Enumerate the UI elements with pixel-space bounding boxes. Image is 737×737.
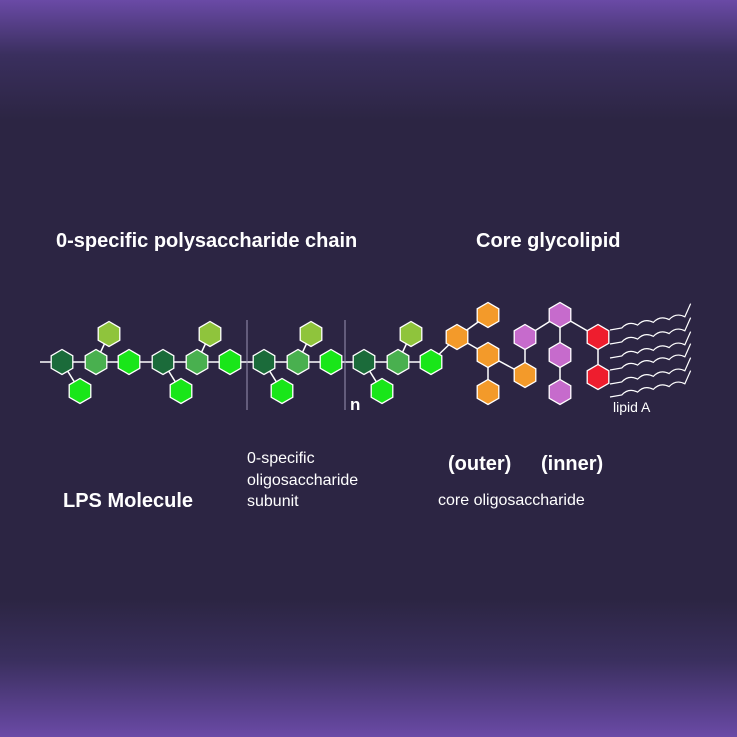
outer-core-sugar (513, 361, 537, 389)
o-specific-chain-title: 0-specific polysaccharide chain (56, 230, 358, 252)
core-glycolipid-title: Core glycolipid (476, 230, 621, 252)
subunit-label-line2: oligosaccharide (247, 472, 359, 489)
fatty-acid-chain (609, 343, 692, 371)
fatty-acid-chain (609, 331, 692, 359)
o-antigen-sugar (286, 348, 310, 376)
lps-molecule-label: LPS Molecule (63, 490, 194, 512)
repeat-n-label: n (350, 395, 361, 414)
fatty-acid-chain (609, 370, 692, 398)
o-antigen-sugar (218, 348, 242, 376)
outer-core-sugar (476, 301, 500, 329)
o-antigen-sugar (399, 320, 423, 348)
o-antigen-sugar (50, 348, 74, 376)
o-antigen-sugar (370, 377, 394, 405)
inner-core-sugar (548, 341, 572, 369)
lipid-a-label: lipid A (613, 399, 651, 415)
subunit-label-line3: subunit (247, 493, 299, 510)
inner-core-sugar (548, 301, 572, 329)
o-antigen-sugar (169, 377, 193, 405)
fatty-acid-chain (609, 357, 692, 385)
o-antigen-sugar (185, 348, 209, 376)
o-antigen-sugar (319, 348, 343, 376)
lipid-a-head (586, 363, 610, 391)
o-antigen-sugar (68, 377, 92, 405)
inner-core-sugar (548, 378, 572, 406)
lipid-a-head (586, 323, 610, 351)
outer-core-sugar (476, 341, 500, 369)
fatty-acid-chain (609, 317, 692, 345)
outer-core-label: (outer) (448, 453, 512, 475)
o-antigen-sugar (117, 348, 141, 376)
o-antigen-sugar (386, 348, 410, 376)
o-antigen-sugar (84, 348, 108, 376)
subunit-label-line1: 0-specific (247, 450, 315, 467)
fatty-acid-chain (609, 303, 692, 331)
inner-core-label: (inner) (541, 453, 604, 475)
outer-core-sugar (445, 323, 469, 351)
o-antigen-sugar (252, 348, 276, 376)
o-antigen-sugar (270, 377, 294, 405)
o-antigen-sugar (198, 320, 222, 348)
core-oligosaccharide-label: core oligosaccharide (438, 492, 585, 509)
o-antigen-sugar (151, 348, 175, 376)
inner-core-sugar (513, 323, 537, 351)
o-antigen-sugar (419, 348, 443, 376)
o-antigen-sugar (299, 320, 323, 348)
o-antigen-sugar (352, 348, 376, 376)
outer-core-sugar (476, 378, 500, 406)
o-antigen-sugar (97, 320, 121, 348)
